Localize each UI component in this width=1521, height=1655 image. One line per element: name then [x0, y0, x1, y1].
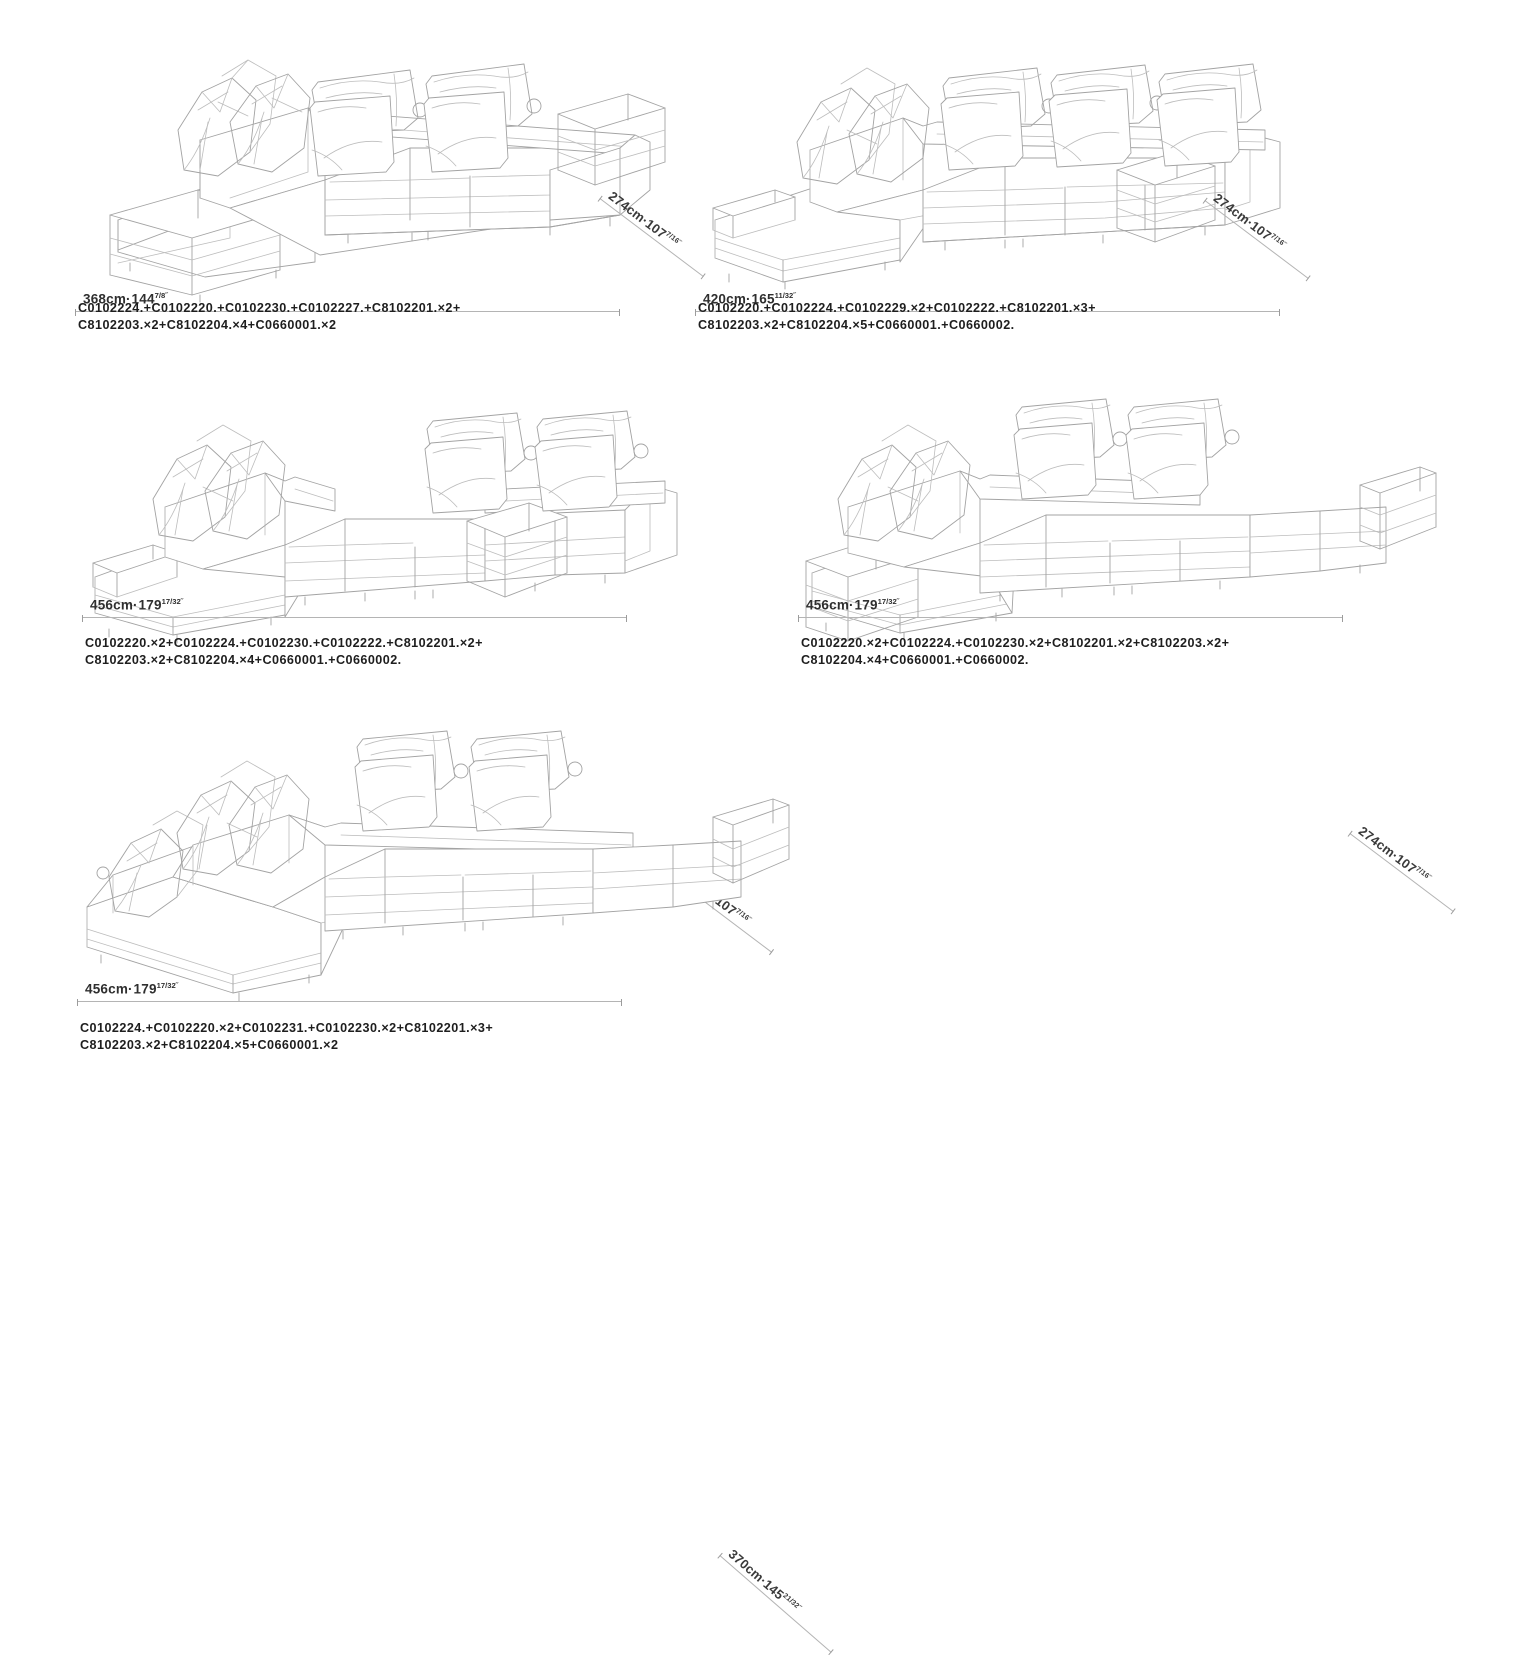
- product-codes-line-4b: C8102204.×4+C0660001.+C0660002.: [801, 653, 1029, 667]
- width-dimension-3: 456cm·17917/32˝: [82, 598, 627, 624]
- product-codes-line-1b: C8102203.×2+C8102204.×4+C0660001.×2: [78, 318, 337, 332]
- width-dimension-1: 368cm·1447/8˝: [75, 292, 620, 318]
- product-codes-1: C0102224.+C0102220.+C0102230.+C0102227.+…: [78, 300, 461, 334]
- product-codes-line-1a: C0102224.+C0102220.+C0102230.+C0102227.+…: [78, 301, 461, 315]
- product-codes-line-3a: C0102220.×2+C0102224.+C0102230.+C0102222…: [85, 636, 483, 650]
- width-dimension-label-2: 420cm·16511/32˝: [703, 291, 796, 307]
- product-codes-line-3b: C8102203.×2+C8102204.×4+C0660001.+C06600…: [85, 653, 402, 667]
- product-codes-3: C0102220.×2+C0102224.+C0102230.+C0102222…: [85, 635, 483, 669]
- spec-sheet: 274cm·1077/16˝ 368cm·1447/8˝ C0102224.+C…: [0, 0, 1521, 1141]
- sofa-drawing-1: [80, 30, 666, 303]
- configuration-1: 274cm·1077/16˝ 368cm·1447/8˝ C0102224.+C…: [60, 30, 704, 340]
- product-codes-line-4a: C0102220.×2+C0102224.+C0102230.×2+C81022…: [801, 636, 1230, 650]
- width-dimension-2: 420cm·16511/32˝: [695, 292, 1280, 318]
- depth-dimension-line-5: [719, 1555, 832, 1653]
- product-codes-line-5b: C8102203.×2+C8102204.×5+C0660001.×2: [80, 1038, 339, 1052]
- sofa-drawing-5: [73, 725, 793, 1015]
- width-dimension-label-5: 456cm·17917/32˝: [85, 981, 179, 997]
- depth-dimension-label-5: 370cm·14521/32˝: [725, 1546, 804, 1612]
- width-dimension-line-5: [77, 999, 622, 1008]
- sofa-drawing-2: [705, 30, 1305, 290]
- width-dimension-label-3: 456cm·17917/32˝: [90, 597, 184, 613]
- width-dimension-line-1: [75, 309, 620, 318]
- configuration-3: 274cm·1077/16˝ 456cm·17917/32˝ C0102220.…: [70, 385, 773, 953]
- depth-dimension-4: 274cm·1077/16˝: [1349, 823, 1454, 913]
- sofa-drawing-3: [85, 385, 705, 644]
- depth-dimension-label-4: 274cm·1077/16˝: [1355, 823, 1434, 882]
- width-dimension-label-1: 368cm·1447/8˝: [83, 291, 168, 307]
- sofa-drawing-4: [800, 385, 1437, 642]
- product-codes-line-2b: C8102203.×2+C8102204.×5+C0660001.+C06600…: [698, 318, 1015, 332]
- width-dimension-label-4: 456cm·17917/32˝: [806, 597, 900, 613]
- depth-dimension-5: 370cm·14521/32˝: [719, 1546, 832, 1653]
- width-dimension-line-2: [695, 309, 1280, 318]
- width-dimension-5: 456cm·17917/32˝: [77, 982, 622, 1008]
- width-dimension-line-4: [798, 615, 1343, 624]
- width-dimension-line-3: [82, 615, 627, 624]
- depth-dimension-line-4: [1349, 833, 1454, 913]
- product-codes-4: C0102220.×2+C0102224.+C0102230.×2+C81022…: [801, 635, 1229, 669]
- configuration-2: 274cm·1077/16˝ 420cm·16511/32˝ C0102220.…: [685, 30, 1325, 340]
- product-codes-line-5a: C0102224.+C0102220.×2+C0102231.+C0102230…: [80, 1021, 494, 1035]
- product-codes-2: C0102220.+C0102224.+C0102229.×2+C0102222…: [698, 300, 1096, 334]
- configuration-4: 274cm·1077/16˝ 456cm·17917/32˝ C0102220.…: [790, 385, 1454, 913]
- configuration-5: 370cm·14521/32˝ 456cm·17917/32˝ C0102224…: [65, 725, 832, 1653]
- product-codes-5: C0102224.+C0102220.×2+C0102231.+C0102230…: [80, 1020, 493, 1054]
- width-dimension-4: 456cm·17917/32˝: [798, 598, 1343, 624]
- product-codes-line-2a: C0102220.+C0102224.+C0102229.×2+C0102222…: [698, 301, 1096, 315]
